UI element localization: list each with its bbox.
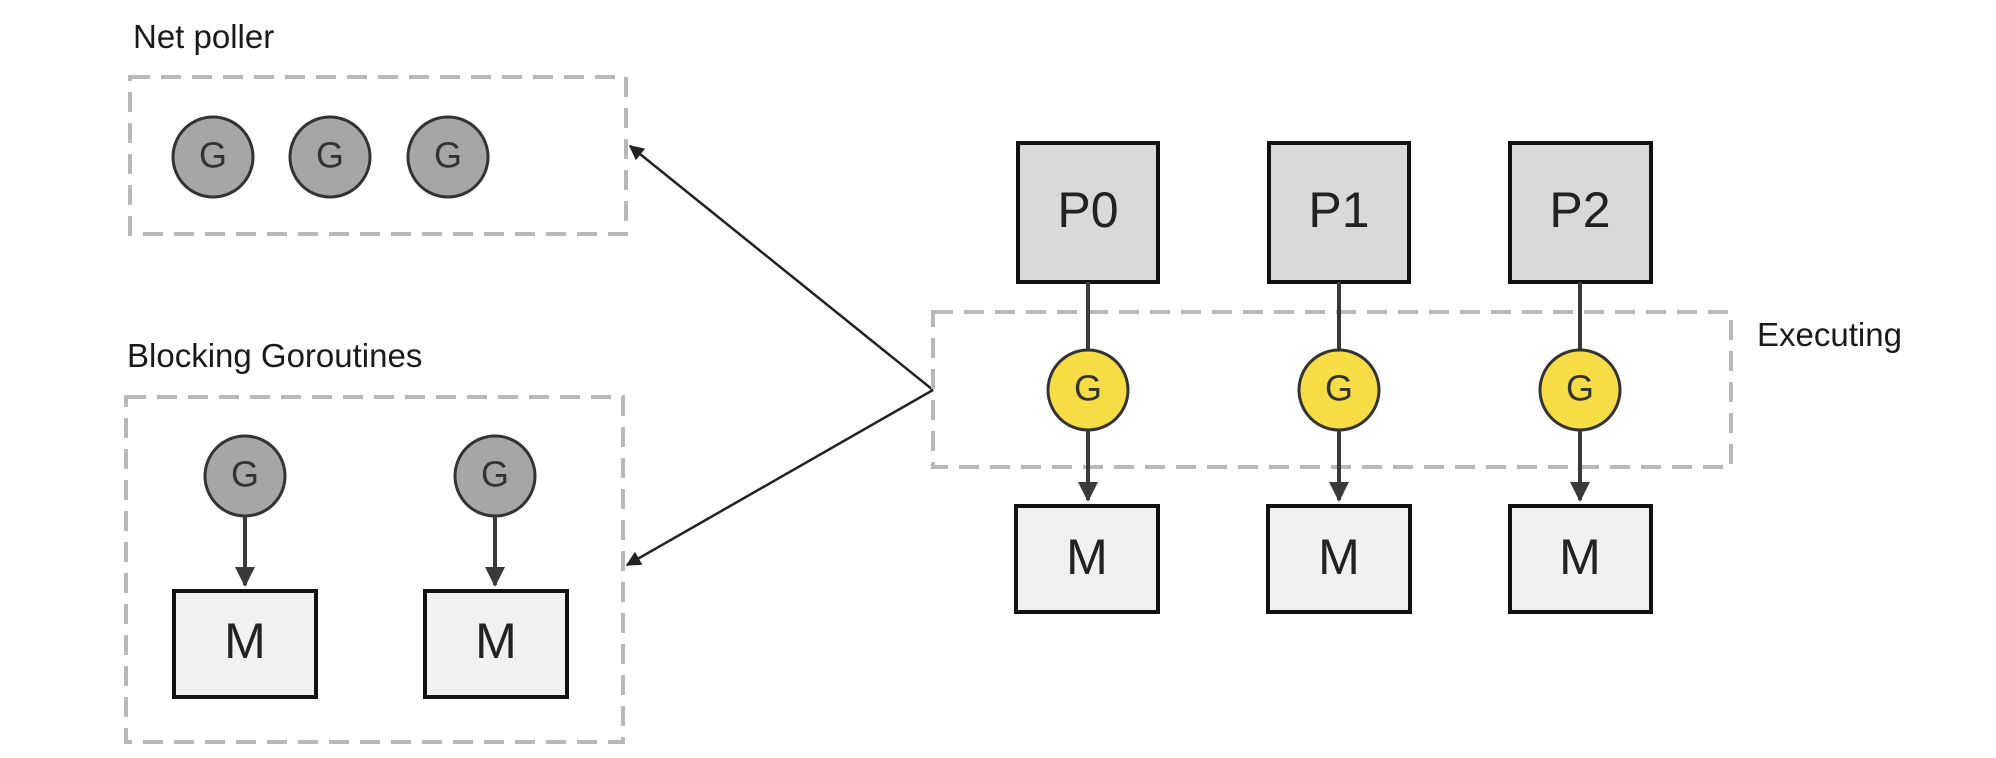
running-goroutine: G [1046, 348, 1130, 432]
executing-box [931, 310, 1733, 469]
goroutine-label: G [1566, 368, 1594, 409]
net-poller-goroutine: G [171, 115, 255, 199]
to-net-poller-arrow [628, 145, 934, 391]
executing-label: Executing [1757, 316, 1902, 353]
goroutine-label: G [316, 135, 344, 176]
thread-label: M [475, 613, 517, 669]
executing-thread: M [1266, 504, 1412, 614]
processor-label: P2 [1549, 182, 1610, 238]
blocking-goroutines-group: Blocking Goroutines G M G M [124, 337, 625, 744]
processor-label: P0 [1057, 182, 1118, 238]
thread-label: M [1559, 529, 1601, 585]
processor-box: P0 [1016, 141, 1160, 284]
net-poller-goroutine: G [288, 115, 372, 199]
thread-label: M [224, 613, 266, 669]
net-poller-group: Net poller G G G [128, 18, 628, 236]
goroutine-label: G [434, 135, 462, 176]
thread-label: M [1066, 529, 1108, 585]
net-poller-goroutine: G [406, 115, 490, 199]
blocking-thread: M [423, 589, 569, 699]
executing-thread: M [1508, 504, 1653, 614]
goroutine-label: G [481, 454, 509, 495]
goroutine-label: G [199, 135, 227, 176]
running-goroutine: G [1297, 348, 1381, 432]
net-poller-box [128, 75, 628, 236]
goroutine-label: G [1325, 368, 1353, 409]
blocking-goroutines-box [124, 395, 625, 744]
processor-box: P1 [1267, 141, 1411, 284]
executing-thread: M [1014, 504, 1160, 614]
goroutine-label: G [1074, 368, 1102, 409]
blocking-goroutine: G [203, 434, 287, 518]
thread-label: M [1318, 529, 1360, 585]
processor-box: P2 [1508, 141, 1653, 284]
to-blocking-arrow [625, 388, 934, 567]
blocking-goroutine: G [453, 434, 537, 518]
processor-label: P1 [1308, 182, 1369, 238]
executing-group: Executing P0 G M P1 G M [931, 141, 1902, 614]
blocking-goroutines-title: Blocking Goroutines [127, 337, 422, 374]
goroutine-label: G [231, 454, 259, 495]
blocking-thread: M [172, 589, 318, 699]
net-poller-title: Net poller [133, 18, 274, 55]
running-goroutine: G [1538, 348, 1622, 432]
